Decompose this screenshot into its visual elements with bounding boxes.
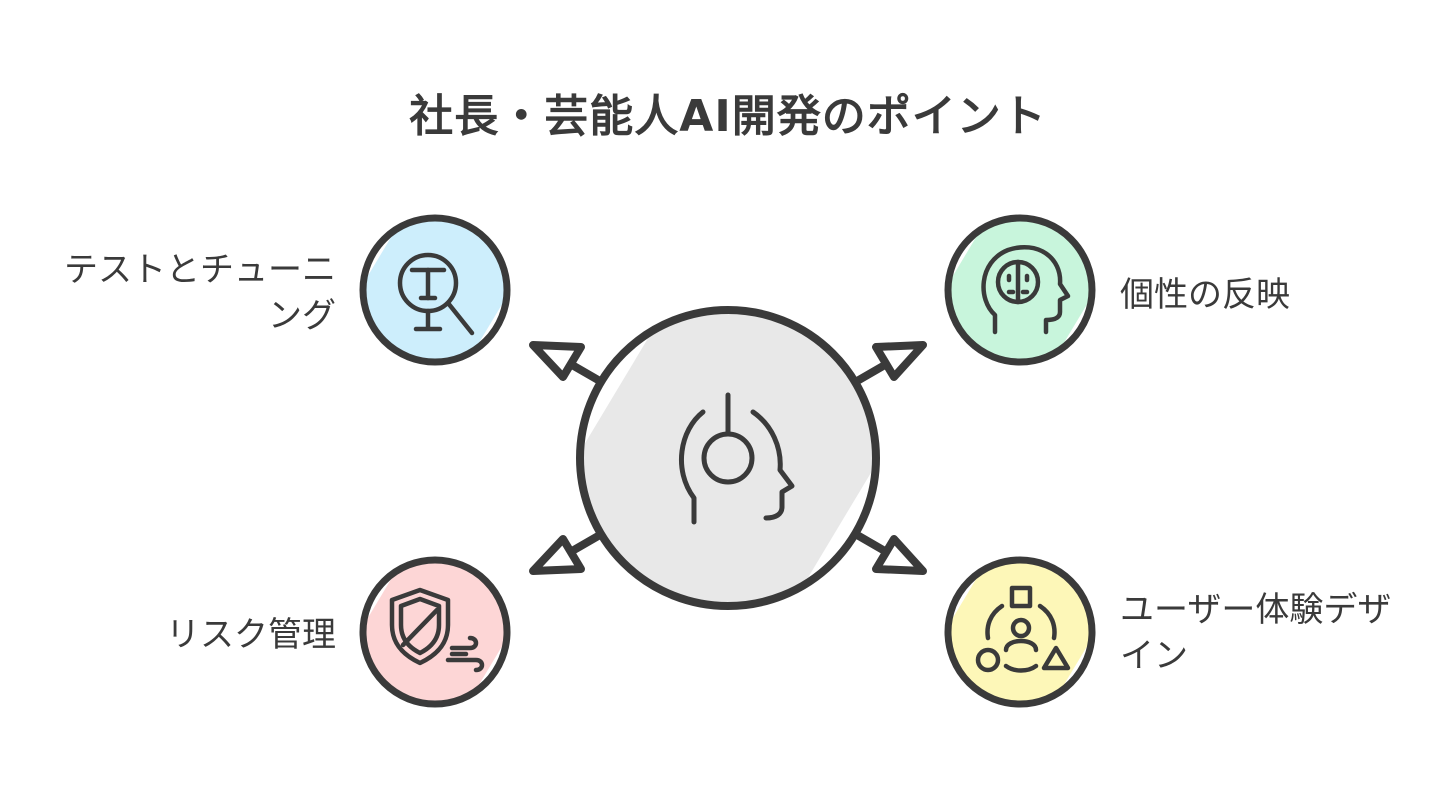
hatch-stroke xyxy=(378,560,492,704)
node-risk-management xyxy=(359,556,511,708)
hatch-stroke xyxy=(1022,218,1092,362)
label-user-experience: ユーザー体験デザイン xyxy=(1120,590,1392,676)
node-test-tuning xyxy=(359,214,511,366)
hatch-stroke xyxy=(657,310,865,606)
magnifier-t-icon xyxy=(397,252,475,336)
hatch-stroke xyxy=(363,560,433,704)
hatch-stroke xyxy=(948,218,1018,362)
hatch-stroke xyxy=(591,310,799,606)
label-test-tuning: テストとチューニング xyxy=(64,250,336,336)
hatch-stroke xyxy=(724,310,876,606)
ai-head-icon xyxy=(679,392,795,525)
connector-arrows xyxy=(529,341,927,575)
hatch-stroke xyxy=(378,218,492,362)
diagram-title: 社長・芸能人AI開発のポイント xyxy=(409,91,1047,142)
hatch-stroke xyxy=(757,310,876,606)
label-personality: 個性の反映 xyxy=(1120,275,1290,315)
node-user-experience xyxy=(944,556,1096,708)
face-head-icon xyxy=(981,244,1071,335)
hatch-stroke xyxy=(363,218,433,362)
hatch-stroke xyxy=(963,560,1077,704)
hatch-stroke xyxy=(624,310,832,606)
user-shapes-icon xyxy=(975,585,1071,673)
hatch-stroke xyxy=(948,560,1018,704)
hatch-stroke xyxy=(1022,560,1092,704)
hatch-stroke xyxy=(580,310,699,606)
label-risk-management: リスク管理 xyxy=(166,615,336,655)
hatch-stroke xyxy=(437,218,507,362)
hatch-stroke xyxy=(580,310,732,606)
hatch-stroke xyxy=(437,560,507,704)
node-personality xyxy=(944,214,1096,366)
shield-wind-icon xyxy=(389,587,485,673)
